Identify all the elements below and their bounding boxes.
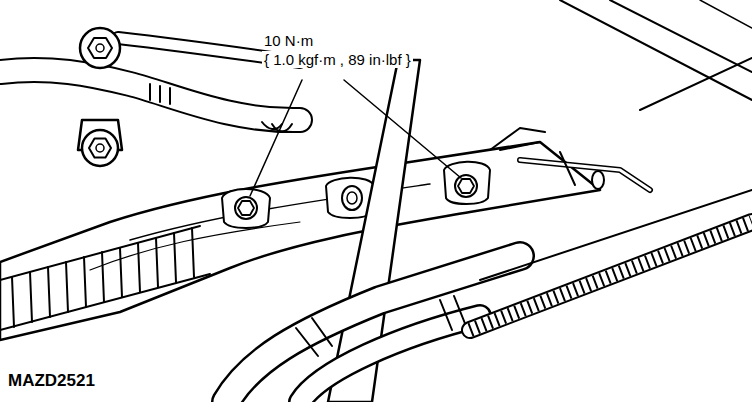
lug — [82, 130, 118, 166]
pipe-clamp — [262, 122, 292, 132]
leader-line — [250, 80, 302, 196]
wire-fill — [520, 160, 650, 190]
washer — [455, 175, 477, 197]
heat-shield-edge — [490, 128, 545, 150]
leader-line — [344, 80, 461, 178]
bolt-center — [96, 144, 104, 152]
frame-line — [700, 0, 752, 28]
frame-line — [610, 0, 752, 72]
torque-conversion: { 1.0 kgf·m , 89 in·lbf } — [262, 51, 413, 68]
hose-clamp — [440, 296, 466, 330]
flange — [444, 162, 490, 204]
wire — [560, 152, 575, 185]
hose-fill — [300, 316, 480, 402]
ribbed-cable-fill — [470, 222, 752, 330]
stud — [342, 186, 362, 210]
pipe — [0, 70, 300, 120]
frame-line — [640, 58, 752, 110]
boot-rib — [12, 228, 194, 327]
clip — [592, 171, 604, 189]
ribbed-cable — [470, 222, 752, 330]
frame-line — [560, 0, 752, 100]
bolt — [89, 139, 111, 158]
hose — [300, 316, 480, 402]
ribbed-cable-ribs — [470, 222, 752, 330]
cable-line — [480, 190, 752, 280]
pipe-fill — [0, 70, 300, 120]
bolt — [88, 38, 112, 58]
bolt — [238, 201, 254, 215]
pipe-clamp — [150, 84, 170, 104]
bolt — [458, 179, 474, 193]
torque-value: 10 N·m — [262, 32, 315, 49]
hose-clamp — [296, 318, 332, 356]
stud — [347, 192, 357, 204]
lug — [80, 28, 120, 68]
wire — [520, 160, 650, 190]
washer — [235, 197, 257, 219]
figure-code: MAZD2521 — [6, 371, 97, 391]
bolt-center — [96, 44, 104, 52]
boot — [0, 226, 210, 330]
flange — [222, 189, 270, 228]
